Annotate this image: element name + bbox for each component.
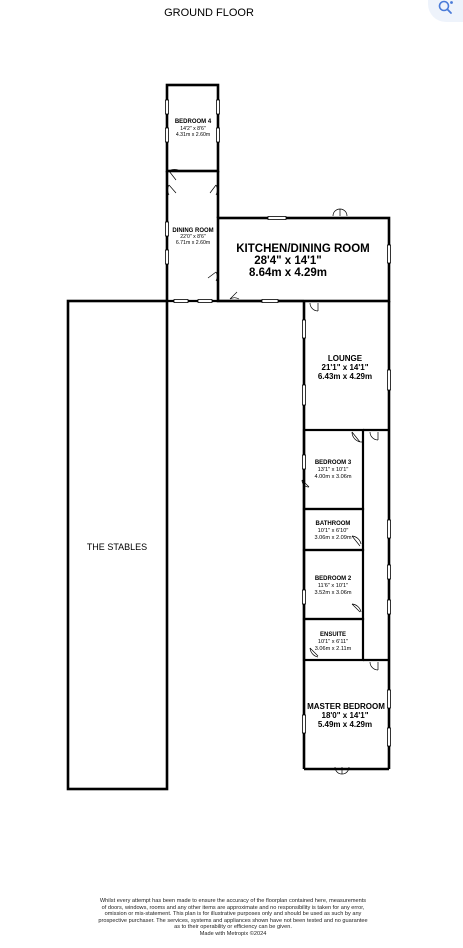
room-name: BEDROOM 2 (315, 576, 352, 582)
disclaimer-line: Made with Metropix ©2024 (199, 930, 267, 937)
room-metric: 3.06m x 2.11m (315, 646, 352, 652)
disclaimer-line: of doors, windows, rooms and any other i… (101, 904, 365, 911)
room-imperial: 18'0" x 14'1" (322, 711, 369, 720)
room-metric: 8.64m x 4.29m (249, 267, 327, 279)
walls (66, 83, 391, 791)
room-imperial: 13'1" x 10'1" (318, 467, 349, 473)
kitchen-dining-room: KITCHEN/DINING ROOM 28'4" x 14'1" 8.64m … (236, 243, 370, 279)
room-imperial: 10'1" x 6'11" (318, 639, 348, 645)
bedroom-2: BEDROOM 2 11'6" x 10'1" 3.52m x 3.06m (315, 576, 352, 596)
sparkle-search-icon (438, 0, 453, 14)
room-name: DINING ROOM (172, 228, 213, 234)
disclaimer-line: omission or mis-statement. This plan is … (104, 911, 362, 918)
corner-lens-button[interactable] (428, 0, 463, 22)
room-name: MASTER BEDROOM (307, 702, 385, 711)
bedroom-3: BEDROOM 3 13'1" x 10'1" 4.00m x 3.06m (315, 460, 352, 480)
room-metric: 5.49m x 4.29m (318, 720, 372, 729)
room-metric: 4.00m x 3.06m (315, 474, 352, 480)
room-metric: 6.43m x 4.29m (318, 372, 372, 381)
room-name: LOUNGE (328, 354, 363, 363)
disclaimer-line: as to their operability or efficiency ca… (174, 924, 292, 931)
bathroom: BATHROOM 10'1" x 6'10" 3.06m x 2.09m (315, 521, 352, 541)
room-imperial: 22'0" x 8'6" (180, 234, 206, 240)
room-metric: 3.52m x 3.06m (315, 590, 352, 596)
doors (167, 169, 379, 775)
room-name: KITCHEN/DINING ROOM (236, 243, 370, 255)
room-imperial: 28'4" x 14'1" (254, 255, 322, 267)
room-metric: 4.31m x 2.60m (176, 132, 210, 138)
windows (165, 99, 391, 747)
room-imperial: 14'2" x 8'6" (180, 126, 206, 132)
floor-title: GROUND FLOOR (164, 7, 254, 19)
disclaimer-line: prospective purchaser. The services, sys… (98, 917, 368, 924)
room-name: BATHROOM (316, 521, 351, 527)
room-name: BEDROOM 4 (175, 119, 212, 125)
room-imperial: 11'6" x 10'1" (318, 583, 348, 589)
master-bedroom: MASTER BEDROOM 18'0" x 14'1" 5.49m x 4.2… (307, 702, 385, 729)
room-name: ENSUITE (320, 632, 346, 638)
dining-room: DINING ROOM 22'0" x 8'6" 6.71m x 2.60m (172, 228, 213, 246)
disclaimer: Whilst every attempt has been made to en… (58, 898, 408, 938)
ensuite: ENSUITE 10'1" x 6'11" 3.06m x 2.11m (315, 632, 352, 652)
room-metric: 6.71m x 2.60m (176, 240, 210, 246)
room-imperial: 21'1" x 14'1" (322, 363, 369, 372)
room-name: BEDROOM 3 (315, 460, 352, 466)
bedroom-4: BEDROOM 4 14'2" x 8'6" 4.31m x 2.60m (175, 119, 212, 138)
room-imperial: 10'1" x 6'10" (318, 528, 349, 534)
disclaimer-line: Whilst every attempt has been made to en… (99, 898, 367, 904)
room-metric: 3.06m x 2.09m (315, 535, 352, 541)
lounge: LOUNGE 21'1" x 14'1" 6.43m x 4.29m (318, 354, 372, 381)
the-stables: THE STABLES (87, 542, 147, 552)
room-name: THE STABLES (87, 542, 147, 552)
